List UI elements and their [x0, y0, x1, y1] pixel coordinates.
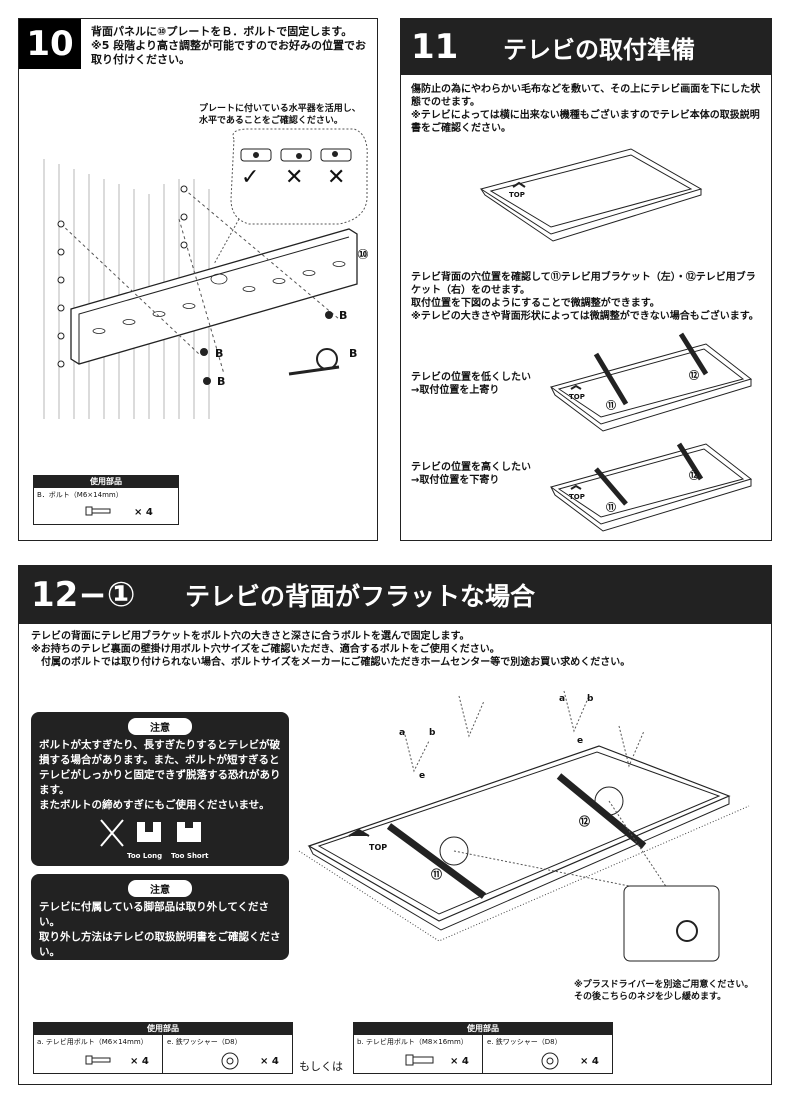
case-high-text: テレビの位置を高くしたい →取付位置を下寄り	[411, 462, 531, 486]
parts-right-item2: e. 鉄ワッシャー（D8）	[487, 1038, 562, 1046]
step12-intro: テレビの背面にテレビ用ブラケットをボルト穴の大きさと深さに合うボルトを選んで固定…	[31, 631, 631, 668]
bracket-left-label-low: ⑪	[606, 401, 616, 412]
level-note: プレートに付いている水平器を活用し、水平であることをご確認ください。	[199, 104, 361, 126]
washer-icon	[221, 1052, 239, 1070]
step12-header: 12−① テレビの背面がフラットな場合	[19, 566, 771, 624]
bolt-label-2: B	[215, 347, 224, 360]
caution-label-1: 注意	[128, 718, 192, 735]
parts-item: B．ボルト（M6×14mm）	[37, 491, 123, 499]
caution-label-2: 注意	[128, 880, 192, 897]
or-text: もしくは	[299, 1060, 343, 1073]
step11-text2: テレビ背面の穴位置を確認して⑪テレビ用ブラケット（左）・⑫テレビ用ブラケット（右…	[411, 272, 759, 322]
screwdriver-note: ※プラスドライバーを別途ご用意ください。 その後こちらのネジを少し緩めます。	[574, 980, 754, 1002]
parts-left-item1: a. テレビ用ボルト（M6×14mm）	[37, 1038, 148, 1046]
bracket-right-label-low: ⑫	[689, 371, 699, 382]
step10-cross-mark-2: ✕	[327, 165, 346, 190]
tv-facedown-illustration	[479, 148, 753, 532]
step12-number: 12−①	[31, 575, 136, 615]
caution-text-1: ボルトが太すぎたり、長すぎたりするとテレビが破損する場合があります。また、ボルト…	[39, 739, 281, 811]
parts-right-item1: b. テレビ用ボルト（M8×16mm）	[357, 1038, 468, 1046]
parts-left-qty2: × 4	[260, 1056, 279, 1067]
diagram-label-b2: b	[587, 694, 594, 704]
bracket-right-label-high: ⑫	[689, 471, 699, 482]
diagram-label-b: b	[429, 728, 436, 738]
step10-text: 背面パネルに⑩プレートをＢ．ボルトで固定します。 ※5 段階より高さ調整が可能で…	[91, 25, 366, 66]
parts-right-qty1: × 4	[450, 1056, 469, 1067]
washer-icon-2	[541, 1052, 559, 1070]
bolt-icon	[85, 506, 111, 516]
parts-qty: × 4	[134, 507, 153, 518]
step11-title: テレビの取付準備	[503, 35, 695, 64]
parts-left-header: 使用部品	[34, 1023, 292, 1035]
diagram-label-a: a	[399, 728, 406, 738]
bolt-length-icon	[100, 818, 201, 847]
bracket-left-label-high: ⑪	[606, 503, 616, 514]
bolt-label-4: B	[349, 347, 358, 360]
parts-header: 使用部品	[34, 476, 178, 488]
step10-parts-box: 使用部品 B．ボルト（M6×14mm） × 4	[33, 475, 179, 525]
parts-left-qty1: × 4	[130, 1056, 149, 1067]
diagram-label-e: e	[419, 771, 426, 781]
bracket-left-label: ⑪	[431, 868, 442, 881]
tv-bolt-m6-icon	[85, 1055, 111, 1065]
too-short-label: Too Short	[171, 852, 209, 860]
plate-label: ⑩	[357, 247, 369, 263]
wall-plate	[70, 228, 358, 365]
step12-panel: 12−① テレビの背面がフラットな場合 テレビの背面にテレビ用ブラケットをボルト…	[18, 565, 772, 1085]
diagram-label-a2: a	[559, 694, 566, 704]
step11-panel: 11 テレビの取付準備 傷防止の為にやわらかい毛布などを敷いて、その上にテレビ画…	[400, 18, 772, 541]
bolt-label-3: B	[217, 375, 226, 388]
too-long-label: Too Long	[127, 852, 163, 860]
bolt-label-1: B	[339, 309, 348, 322]
tv-top-label-2: TOP	[569, 393, 585, 401]
step11-header: 11 テレビの取付準備	[401, 19, 771, 75]
step10-check-mark: ✓	[241, 165, 260, 190]
parts-right-qty2: × 4	[580, 1056, 599, 1067]
step11-text1: 傷防止の為にやわらかい毛布などを敷いて、その上にテレビ画面を下にした状態でのせま…	[411, 84, 761, 134]
level-callout	[43, 128, 368, 419]
step12-parts-right: 使用部品 b. テレビ用ボルト（M8×16mm） × 4 e. 鉄ワッシャー（D…	[353, 1022, 613, 1074]
step10-number: 10	[19, 19, 81, 69]
diagram-top-label: TOP	[369, 843, 388, 852]
caution-box-1: 注意 ボルトが太すぎたり、長すぎたりするとテレビが破損する場合があります。また、…	[31, 712, 289, 866]
tv-bolt-m8-icon	[405, 1054, 434, 1066]
step11-number: 11	[411, 27, 459, 67]
tv-top-label-3: TOP	[569, 493, 585, 501]
step12-parts-left: 使用部品 a. テレビ用ボルト（M6×14mm） × 4 e. 鉄ワッシャー（D…	[33, 1022, 293, 1074]
parts-left-item2: e. 鉄ワッシャー（D8）	[167, 1038, 242, 1046]
step12-title: テレビの背面がフラットな場合	[185, 582, 536, 611]
bracket-right-label: ⑫	[579, 815, 590, 828]
caution-text-2: テレビに付属している脚部品は取り外してください。 取り外し方法はテレビの取扱説明…	[39, 901, 281, 958]
diagram-label-e2: e	[577, 736, 584, 746]
tv-bracket-diagram	[298, 690, 750, 962]
step10-cross-mark-1: ✕	[285, 165, 304, 190]
case-low-text: テレビの位置を低くしたい →取付位置を上寄り	[411, 372, 531, 396]
caution-box-2: 注意 テレビに付属している脚部品は取り外してください。 取り外し方法はテレビの取…	[31, 874, 289, 960]
step10-panel: 10 背面パネルに⑩プレートをＢ．ボルトで固定します。 ※5 段階より高さ調整が…	[18, 18, 378, 541]
tv-top-label-1: TOP	[509, 191, 525, 199]
parts-right-header: 使用部品	[354, 1023, 612, 1035]
